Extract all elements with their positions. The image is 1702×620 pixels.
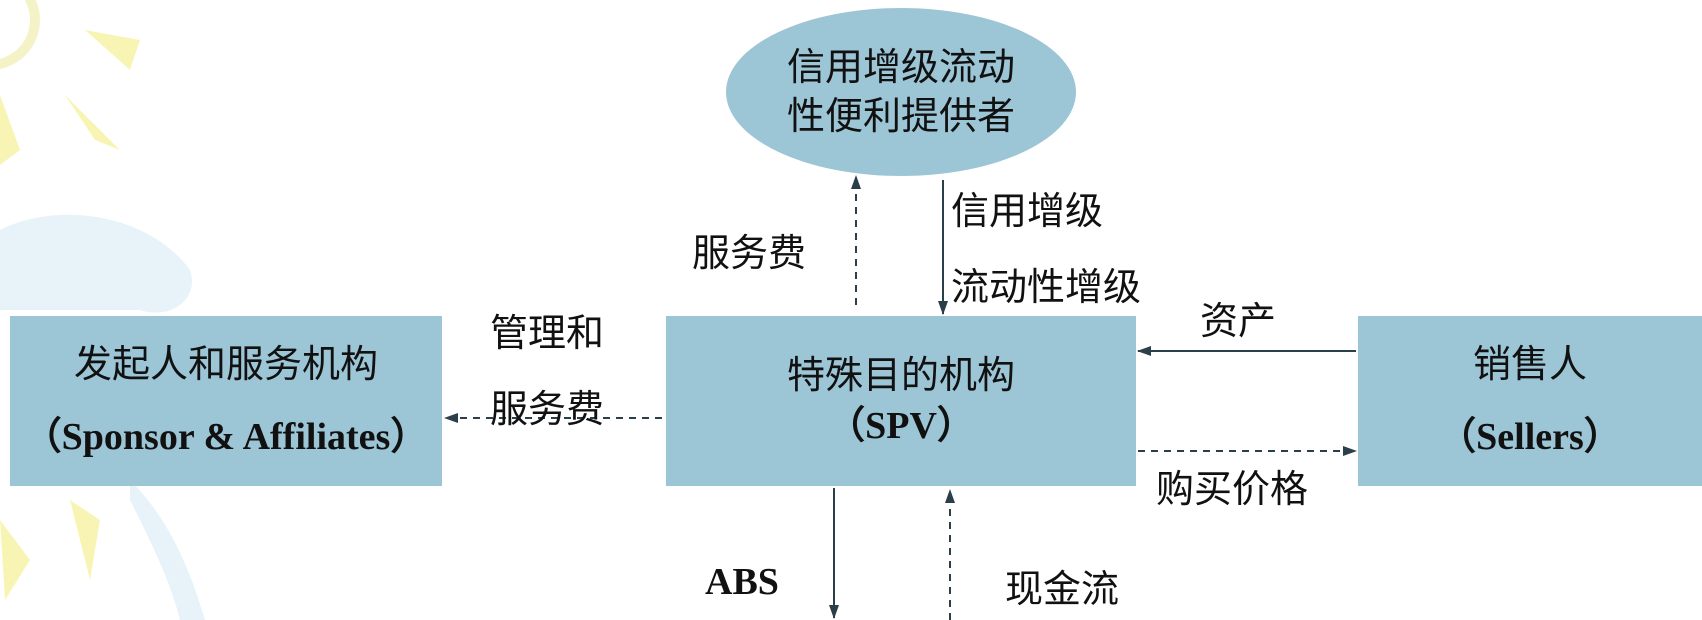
sponsor-label-line1: 发起人和服务机构 [73, 341, 378, 386]
sponsor-label-line2: （Sponsor & Affiliates） [23, 416, 429, 458]
label-abs: ABS [705, 561, 779, 603]
label-cash-flow: 现金流 [1005, 567, 1120, 611]
label-mgmt-fee-line2: 服务费 [490, 387, 605, 431]
sponsor-node: 发起人和服务机构 （Sponsor & Affiliates） [10, 316, 442, 486]
seller-label-line2: （Sellers） [1438, 416, 1622, 458]
seller-label-line1: 销售人 [1472, 341, 1587, 386]
label-service-fee: 服务费 [692, 231, 807, 275]
spv-label-line1: 特殊目的机构 [786, 352, 1015, 397]
label-assets: 资产 [1200, 299, 1277, 343]
label-credit-enhancement: 信用增级 [951, 189, 1104, 233]
label-liquidity-enhancement: 流动性增级 [951, 265, 1142, 309]
label-purchase-price: 购买价格 [1156, 467, 1309, 511]
provider-label-line1: 信用增级流动 [786, 44, 1015, 89]
label-mgmt-fee-line1: 管理和 [490, 311, 605, 355]
background-decoration [0, 0, 205, 620]
seller-node: 销售人 （Sellers） [1358, 316, 1702, 486]
spv-label-line2: （SPV） [827, 405, 975, 447]
credit-liquidity-provider-node: 信用增级流动 性便利提供者 [726, 8, 1076, 176]
provider-label-line2: 性便利提供者 [786, 94, 1015, 138]
spv-node: 特殊目的机构 （SPV） [666, 316, 1136, 486]
